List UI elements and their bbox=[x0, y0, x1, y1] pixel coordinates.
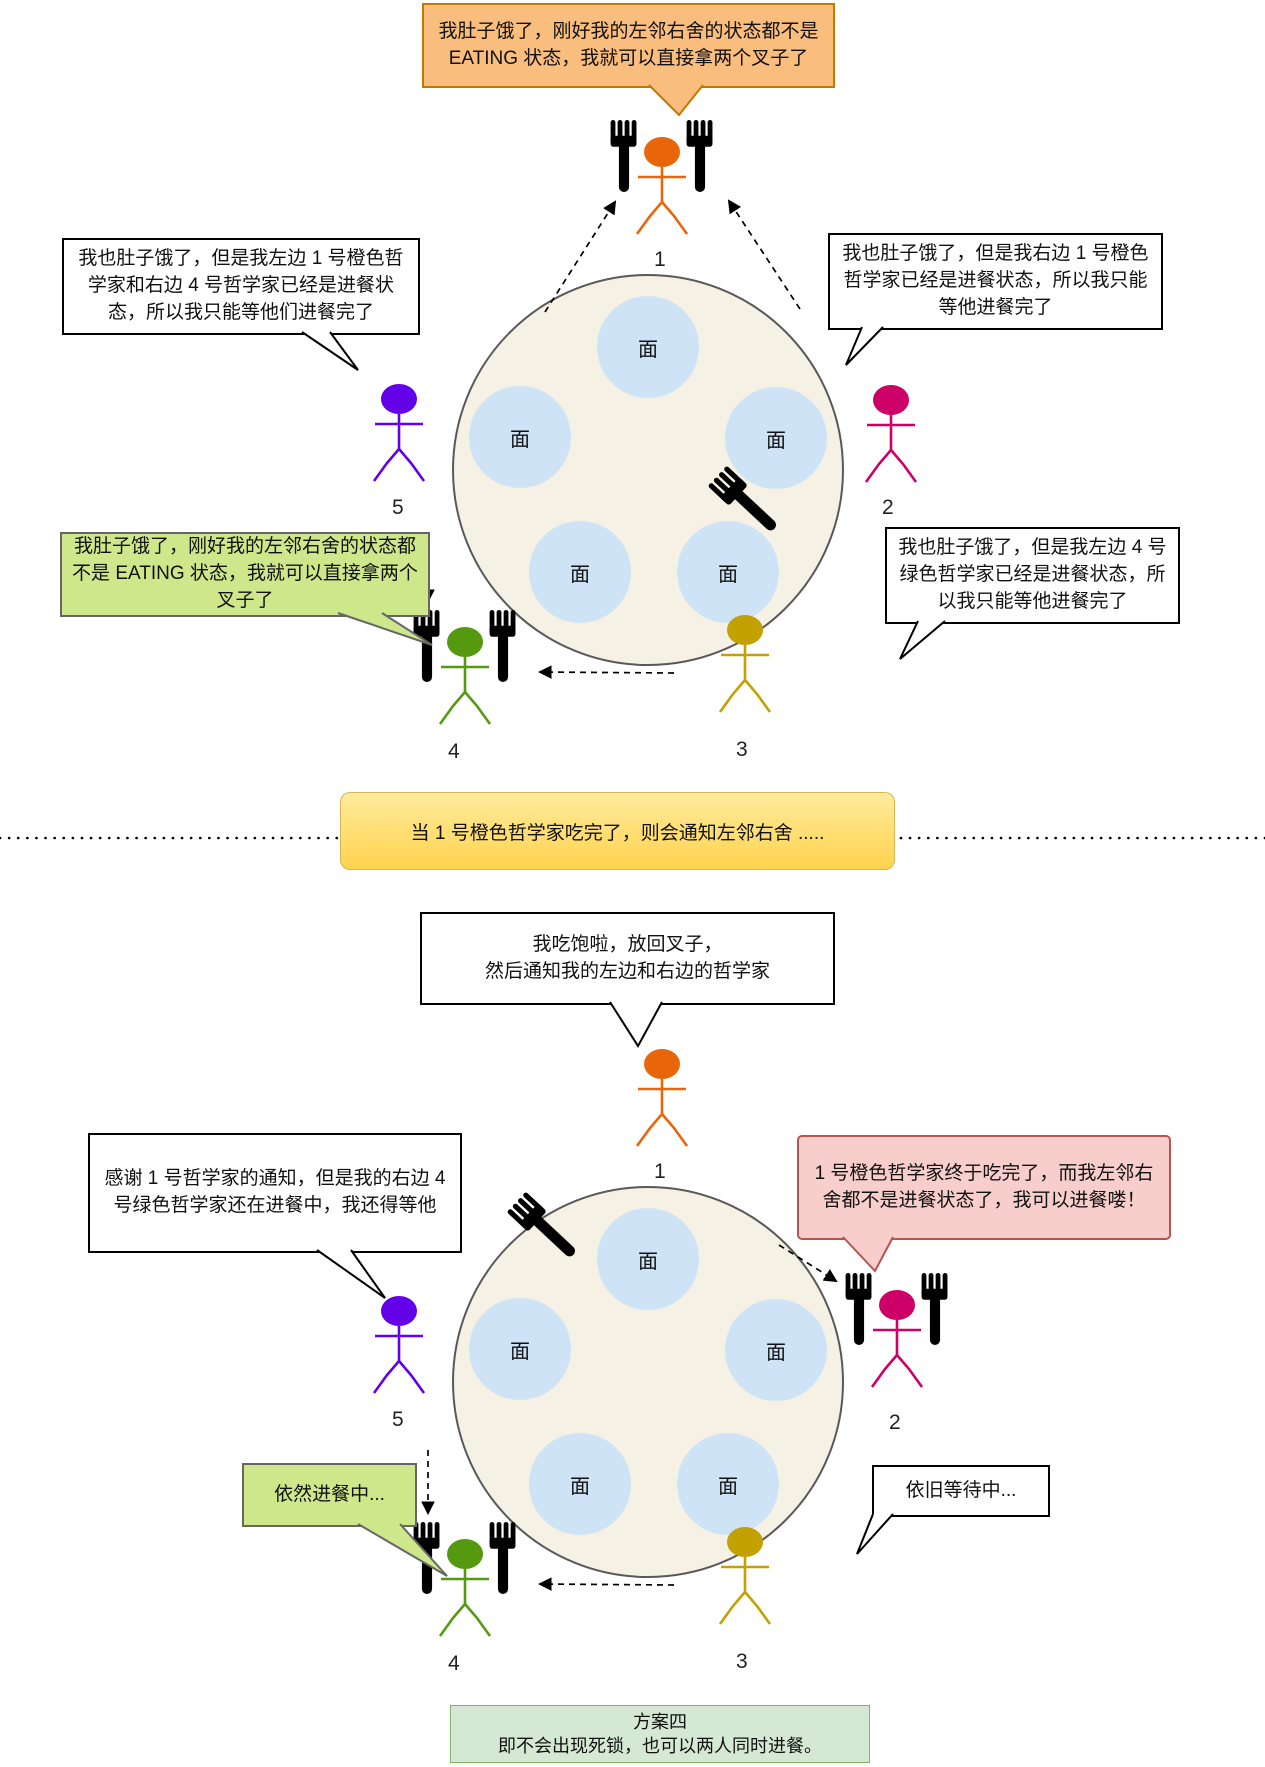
speech-bubble-philosopher3: 我也肚子饿了，但是我左边 4 号绿色哲学家已经是进餐状态，所以我只能等他进餐完了 bbox=[885, 527, 1180, 624]
speech-bubble-philosopher4: 依然进餐中... bbox=[242, 1463, 417, 1527]
plate-label: 面 bbox=[510, 428, 530, 451]
plate-noodles: 面 bbox=[677, 1433, 779, 1535]
philosopher-3 bbox=[713, 598, 777, 724]
plate-label: 面 bbox=[638, 338, 658, 361]
philosopher-1-label: 1 bbox=[654, 1160, 666, 1183]
fork-icon bbox=[489, 610, 517, 682]
plate-noodles: 面 bbox=[469, 1298, 571, 1400]
bubble-text: 依然进餐中... bbox=[274, 1483, 385, 1505]
conclusion-title: 方案四 bbox=[633, 1711, 687, 1732]
speech-bubble-philosopher1: 我吃饱啦，放回叉子， 然后通知我的左边和右边的哲学家 bbox=[420, 912, 835, 1005]
philosopher-1 bbox=[618, 120, 706, 246]
bubble-tail bbox=[856, 1513, 894, 1555]
plate-noodles: 面 bbox=[725, 1299, 827, 1401]
plate-label: 面 bbox=[766, 429, 786, 452]
philosopher-5-label: 5 bbox=[392, 1408, 404, 1431]
philosopher-figure bbox=[713, 1524, 777, 1636]
philosopher-3 bbox=[713, 1510, 777, 1636]
plate-noodles: 面 bbox=[469, 386, 571, 488]
philosopher-figure bbox=[630, 134, 694, 246]
divider-banner: 当 1 号橙色哲学家吃完了，则会通知左邻右舍 ..... bbox=[340, 792, 895, 870]
fork-icon bbox=[686, 120, 714, 192]
plate-label: 面 bbox=[570, 563, 590, 586]
bubble-text: 依旧等待中... bbox=[905, 1479, 1017, 1501]
philosopher-2 bbox=[853, 1273, 941, 1399]
fork-icon bbox=[921, 1273, 949, 1345]
plate-noodles: 面 bbox=[529, 1433, 631, 1535]
philosopher-3-label: 3 bbox=[736, 1650, 748, 1673]
bubble-text: 我也肚子饿了，但是我左边 1 号橙色哲学家和右边 4 号哲学家已经是进餐状态，所… bbox=[78, 248, 404, 323]
bubble-text: 我肚子饿了，刚好我的左邻右舍的状态都不是 EATING 状态，我就可以直接拿两个… bbox=[72, 536, 418, 611]
bubble-text: 我肚子饿了，刚好我的左邻右舍的状态都不是 EATING 状态，我就可以直接拿两个… bbox=[438, 20, 819, 69]
plate-label: 面 bbox=[638, 1250, 658, 1273]
plate-label: 面 bbox=[766, 1341, 786, 1364]
philosopher-2-label: 2 bbox=[889, 1411, 901, 1434]
philosopher-4-label: 4 bbox=[448, 740, 460, 763]
speech-bubble-philosopher2: 1 号橙色哲学家终于吃完了，而我左邻右舍都不是进餐状态了，我可以进餐喽！ bbox=[797, 1135, 1171, 1240]
philosopher-figure bbox=[367, 1293, 431, 1405]
plate-noodles: 面 bbox=[677, 521, 779, 623]
bubble-tail bbox=[842, 1236, 894, 1273]
bubble-tail bbox=[316, 1249, 386, 1299]
fork-icon bbox=[489, 1522, 517, 1594]
plate-noodles: 面 bbox=[597, 296, 699, 398]
bubble-tail bbox=[301, 331, 359, 371]
speech-bubble-philosopher3: 依旧等待中... bbox=[872, 1465, 1050, 1517]
philosopher-1-label: 1 bbox=[654, 248, 666, 271]
bubble-text: 我吃饱啦，放回叉子， bbox=[532, 933, 723, 955]
bubble-text: 我也肚子饿了，但是我左边 4 号绿色哲学家已经是进餐状态，所以我只能等他进餐完了 bbox=[898, 537, 1167, 612]
plate-label: 面 bbox=[718, 563, 738, 586]
bubble-tail bbox=[648, 84, 704, 117]
bubble-text: 我也肚子饿了，但是我右边 1 号橙色哲学家已经是进餐状态，所以我只能等他进餐完了 bbox=[842, 243, 1149, 318]
philosopher-5 bbox=[367, 367, 431, 493]
arrow-table-to-fork bbox=[537, 665, 675, 679]
plate-noodles: 面 bbox=[529, 521, 631, 623]
philosopher-figure bbox=[859, 382, 923, 494]
arrow-table-to-fork bbox=[537, 1577, 675, 1591]
speech-bubble-philosopher2: 我也肚子饿了，但是我右边 1 号橙色哲学家已经是进餐状态，所以我只能等他进餐完了 bbox=[828, 233, 1163, 330]
philosopher-figure bbox=[367, 381, 431, 493]
bubble-tail bbox=[609, 1001, 663, 1048]
philosopher-figure bbox=[713, 612, 777, 724]
bubble-text: 1 号橙色哲学家终于吃完了，而我左邻右舍都不是进餐状态了，我可以进餐喽！ bbox=[814, 1162, 1154, 1211]
philosopher-2-label: 2 bbox=[882, 496, 894, 519]
bubble-tail bbox=[337, 612, 433, 646]
plate-label: 面 bbox=[510, 1340, 530, 1363]
speech-bubble-philosopher4: 我肚子饿了，刚好我的左邻右舍的状态都不是 EATING 状态，我就可以直接拿两个… bbox=[60, 532, 430, 617]
plate-label: 面 bbox=[570, 1475, 590, 1498]
bubble-tail bbox=[899, 620, 946, 660]
plate-noodles: 面 bbox=[725, 387, 827, 489]
philosopher-figure bbox=[630, 1046, 694, 1158]
philosopher-2 bbox=[859, 368, 923, 494]
speech-bubble-philosopher1: 我肚子饿了，刚好我的左邻右舍的状态都不是 EATING 状态，我就可以直接拿两个… bbox=[422, 3, 835, 88]
plate-label: 面 bbox=[718, 1475, 738, 1498]
plate-noodles: 面 bbox=[597, 1208, 699, 1310]
bubble-text: 感谢 1 号哲学家的通知，但是我的右边 4 号绿色哲学家还在进餐中，我还得等他 bbox=[104, 1168, 446, 1216]
arrow-table-to-fork bbox=[727, 199, 801, 310]
bubble-tail bbox=[845, 326, 884, 366]
philosopher-4-label: 4 bbox=[448, 1652, 460, 1675]
philosopher-5-label: 5 bbox=[392, 496, 404, 519]
banner-text: 当 1 号橙色哲学家吃完了，则会通知左邻右舍 ..... bbox=[410, 822, 825, 844]
philosopher-3-label: 3 bbox=[736, 738, 748, 761]
philosopher-figure bbox=[865, 1287, 929, 1399]
bubble-tail bbox=[357, 1523, 448, 1577]
speech-bubble-philosopher5: 我也肚子饿了，但是我左边 1 号橙色哲学家和右边 4 号哲学家已经是进餐状态，所… bbox=[62, 238, 420, 335]
conclusion-subtitle: 即不会出现死锁，也可以两人同时进餐。 bbox=[498, 1736, 822, 1756]
bubble-text: 然后通知我的左边和右边的哲学家 bbox=[484, 960, 770, 982]
speech-bubble-philosopher5: 感谢 1 号哲学家的通知，但是我的右边 4 号绿色哲学家还在进餐中，我还得等他 bbox=[88, 1133, 462, 1253]
philosopher-figure bbox=[433, 624, 497, 736]
conclusion-box: 方案四 即不会出现死锁，也可以两人同时进餐。 bbox=[450, 1705, 870, 1763]
